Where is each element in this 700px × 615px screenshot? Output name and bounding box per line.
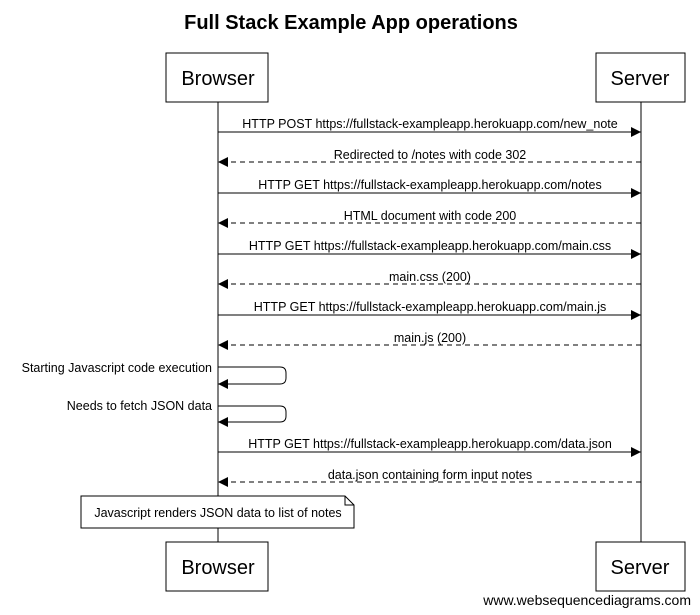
note-label: Javascript renders JSON data to list of …	[94, 506, 341, 520]
message-label: main.js (200)	[394, 331, 466, 345]
actor-server-bottom: Server	[595, 541, 686, 592]
message-data-json-response: data.json containing form input notes	[218, 468, 641, 487]
actor-browser-label: Browser	[181, 68, 255, 90]
actor-server-top: Server	[595, 52, 686, 103]
note-render-json: Javascript renders JSON data to list of …	[80, 495, 355, 529]
message-label: HTML document with code 200	[344, 209, 517, 223]
message-label: HTTP POST https://fullstack-exampleapp.h…	[242, 117, 617, 131]
message-label: Redirected to /notes with code 302	[334, 148, 527, 162]
message-label: data.json containing form input notes	[328, 468, 532, 482]
message-label: Needs to fetch JSON data	[67, 399, 212, 413]
self-message-fetch-json: Needs to fetch JSON data	[67, 399, 287, 427]
message-html-200: HTML document with code 200	[218, 209, 641, 228]
message-label: HTTP GET https://fullstack-exampleapp.he…	[254, 300, 606, 314]
message-get-main-js: HTTP GET https://fullstack-exampleapp.he…	[218, 300, 641, 320]
message-label: HTTP GET https://fullstack-exampleapp.he…	[248, 437, 612, 451]
message-main-css-200: main.css (200)	[218, 270, 641, 289]
actor-server-label: Server	[611, 68, 670, 90]
note-box	[80, 495, 355, 529]
self-message-arrow	[218, 366, 287, 389]
actor-browser-label: Browser	[181, 557, 255, 579]
actor-browser-bottom: Browser	[165, 541, 269, 592]
message-get-main-css: HTTP GET https://fullstack-exampleapp.he…	[218, 239, 641, 259]
note-fold	[344, 496, 354, 506]
message-label: Starting Javascript code execution	[22, 361, 212, 375]
message-redirect-302: Redirected to /notes with code 302	[218, 148, 641, 167]
diagram-title: Full Stack Example App operations	[184, 12, 518, 34]
credit-text: www.websequencediagrams.com	[482, 592, 691, 608]
message-label: HTTP GET https://fullstack-exampleapp.he…	[258, 178, 601, 192]
self-message-start-js: Starting Javascript code execution	[22, 361, 287, 389]
message-get-data-json: HTTP GET https://fullstack-exampleapp.he…	[218, 437, 641, 457]
self-message-arrow	[218, 405, 287, 427]
actor-browser-top: Browser	[165, 52, 269, 103]
message-get-notes: HTTP GET https://fullstack-exampleapp.he…	[218, 178, 641, 198]
message-new-note-post: HTTP POST https://fullstack-exampleapp.h…	[218, 117, 641, 137]
message-label: main.css (200)	[389, 270, 471, 284]
message-label: HTTP GET https://fullstack-exampleapp.he…	[249, 239, 611, 253]
message-main-js-200: main.js (200)	[218, 331, 641, 350]
actor-server-label: Server	[611, 557, 670, 579]
